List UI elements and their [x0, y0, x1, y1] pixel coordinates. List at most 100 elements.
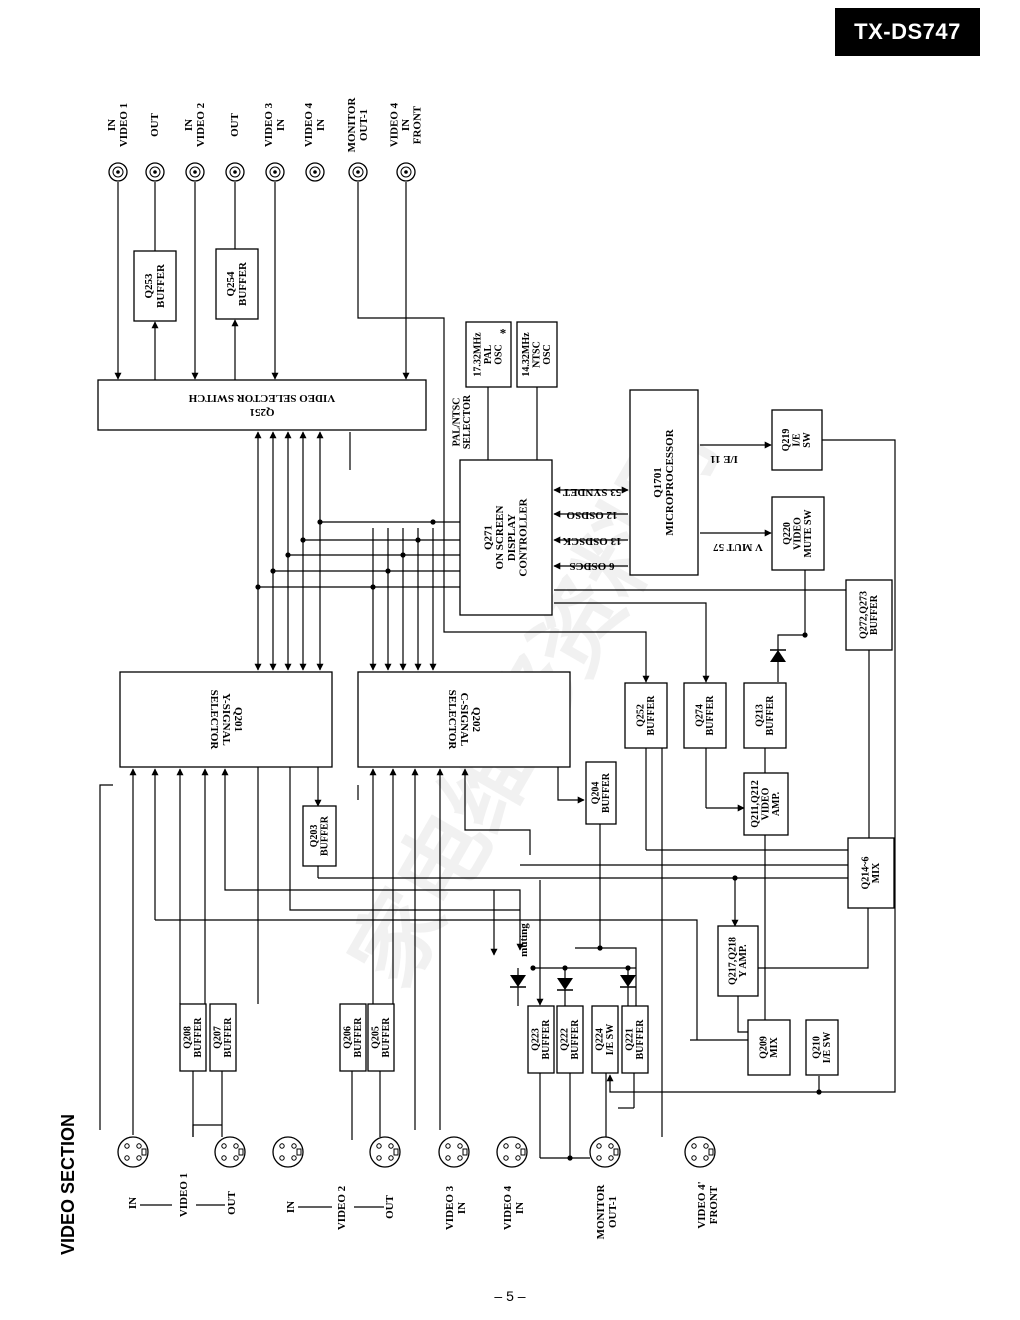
- top-jack-label-3-line: IN: [183, 119, 195, 131]
- s-video-jack-pin: [608, 1155, 614, 1161]
- q224-label-line: I/E SW: [605, 1024, 616, 1055]
- osdso-signal-label: 12 OSDSO: [566, 509, 617, 521]
- q202-label-line: Q202: [470, 707, 482, 733]
- top-jack-label-7-line: OUT-1: [358, 109, 370, 141]
- s-video-jack-pin: [221, 1155, 227, 1161]
- ntsc-osc-label-line: 14.32MHz: [521, 332, 532, 377]
- top-jack-label-6-line: VIDEO 4: [303, 102, 315, 147]
- wire: [777, 634, 805, 682]
- pal-osc-label-line: PAL: [483, 345, 494, 365]
- s-video-jack-pin: [515, 1143, 521, 1149]
- q274-block: [683, 682, 727, 749]
- s-video-jack-icon: [496, 1136, 528, 1168]
- q211-label-line: AMP.: [771, 791, 782, 816]
- q217-label-line: Q217,Q218: [727, 937, 738, 985]
- junction-dot: [430, 519, 436, 525]
- rca-jack-icon-pin: [273, 170, 277, 174]
- v4-in-label-line: VIDEO 4: [502, 1185, 514, 1230]
- q209-block: [747, 1019, 791, 1076]
- v2-out-label: OUT: [384, 1194, 396, 1219]
- s-video-jack-pin: [291, 1155, 297, 1161]
- top-jack-label-5-line: IN: [275, 119, 287, 131]
- s-video-jack-pin: [691, 1143, 697, 1149]
- muting-label-line: muting: [518, 923, 530, 957]
- s-video-jack-pin: [376, 1155, 382, 1161]
- s-video-jack-pin: [233, 1155, 239, 1161]
- q207-label-line: BUFFER: [223, 1017, 234, 1058]
- q254-block: [215, 248, 259, 320]
- junction-dot: [400, 552, 406, 558]
- q217-block: [717, 925, 759, 997]
- q209-label-line: MIX: [769, 1036, 780, 1057]
- q208-label-line: BUFFER: [193, 1017, 204, 1058]
- q209-label-line: Q209: [758, 1036, 769, 1059]
- q202-label-line: C-SIGNAL: [458, 693, 470, 747]
- ntsc-osc-label-line: NTSC: [532, 341, 543, 368]
- s-video-jack-key: [141, 1148, 147, 1156]
- q204-label-line: BUFFER: [601, 772, 612, 813]
- rca-jack-icon-inner: [149, 166, 161, 178]
- pal-osc-block: [465, 321, 512, 388]
- s-video-jack-pin: [124, 1143, 130, 1149]
- q272-block: [845, 579, 893, 651]
- top-jack-label-1-line: IN: [106, 119, 118, 131]
- junction-dot: [255, 584, 261, 590]
- junction-dot: [285, 552, 291, 558]
- v2-label: VIDEO 2: [336, 1185, 348, 1230]
- q219-label-line: I/E: [792, 433, 803, 447]
- v3-in-label-line: VIDEO 3: [444, 1185, 456, 1230]
- top-jack-label-7-line: MONITOR: [346, 97, 358, 153]
- q205-label-line: BUFFER: [381, 1017, 392, 1058]
- q211-block: [743, 772, 789, 836]
- vmut-signal-label: V MUT 57: [713, 541, 763, 553]
- s-video-jack-icon: [438, 1136, 470, 1168]
- front-in-label-line: FRONT: [708, 1185, 720, 1224]
- q220-label-line: Q220: [782, 522, 793, 545]
- q223-label-line: Q223: [530, 1028, 541, 1051]
- junction-dot: [732, 875, 738, 881]
- s-video-jack-key: [520, 1148, 526, 1156]
- pal-osc-asterisk: *: [500, 326, 507, 341]
- page-number: – 5 –: [494, 1288, 526, 1304]
- q252-label-line: Q252: [635, 704, 646, 727]
- top-jack-label-4-line: OUT: [229, 112, 241, 137]
- s-video-jack-pin: [596, 1155, 602, 1161]
- junction-dot: [270, 568, 276, 574]
- s-video-jack-pin: [503, 1155, 509, 1161]
- s-video-jack-icon: [272, 1136, 304, 1168]
- s-video-jack-pin: [457, 1155, 463, 1161]
- rca-jack-icon-inner: [229, 166, 241, 178]
- ntsc-osc-label-line: OSC: [542, 344, 553, 365]
- junction-dot: [385, 568, 391, 574]
- wire: [554, 602, 710, 683]
- wire: [606, 439, 896, 1093]
- s-video-jack-pin: [291, 1143, 297, 1149]
- rca-jack-icon-inner: [189, 166, 201, 178]
- q1701-label-line: Q1701: [652, 467, 664, 498]
- q219-label-line: SW: [802, 432, 813, 448]
- q201-label-line: Y-SIGNAL: [220, 693, 232, 746]
- diode-icon: [620, 975, 636, 987]
- q211-label-line: VIDEO: [761, 787, 772, 820]
- s-video-jack-pin: [124, 1155, 130, 1161]
- diode-icon: [557, 978, 573, 990]
- s-video-jack-pin: [376, 1143, 382, 1149]
